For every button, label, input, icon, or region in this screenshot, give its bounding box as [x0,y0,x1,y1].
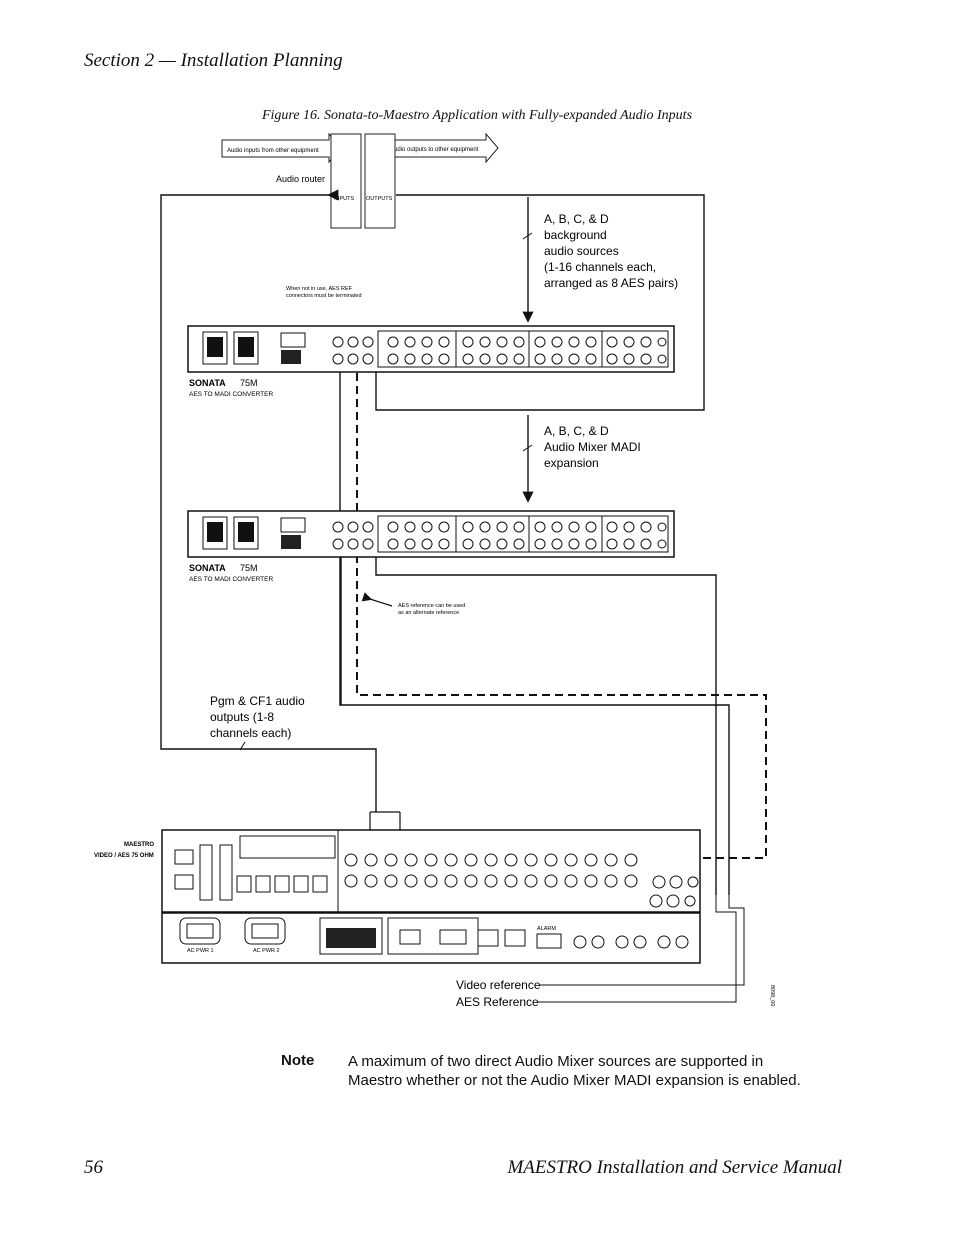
svg-text:A, B, C, & D: A, B, C, & D [544,424,609,438]
audio-inputs-arrow: Audio inputs from other equipment [221,132,342,164]
sonata-2-brand: SONATA [189,563,226,573]
sonata-1-model: 75M [240,378,258,388]
svg-text:AES reference can be used: AES reference can be used [398,603,465,609]
svg-text:When not in use, AES REF: When not in use, AES REF [286,286,353,292]
maestro-unit: AC PWR 1 AC PWR 2 ALARM [161,829,701,964]
aes-ref-note: When not in use, AES REF connectors must… [286,286,362,299]
svg-text:connectors must be terminated: connectors must be terminated [286,293,362,299]
sonata-2-model: 75M [240,563,258,573]
audio-router-label: Audio router [276,174,325,184]
audio-outputs-label: Audio outputs to other equipment [390,147,479,153]
pgm-outputs-label: Pgm & CF1 audio outputs (1-8 channels ea… [210,694,305,740]
svg-text:Audio Mixer MADI: Audio Mixer MADI [544,440,641,454]
note-text: A maximum of two direct Audio Mixer sour… [348,1053,801,1089]
section-header: Section 2 — Installation Planning [84,50,343,71]
audio-outputs-arrow: Audio outputs to other equipment [385,132,499,164]
figure-caption: Figure 16. Sonata-to-Maestro Application… [261,108,693,123]
aes-reference-label: AES Reference [456,995,539,1009]
audio-inputs-label: Audio inputs from other equipment [227,148,319,154]
router-inputs-block [330,133,362,229]
sonata-2-subtitle: AES TO MADI CONVERTER [189,576,273,583]
sonata-1-subtitle: AES TO MADI CONVERTER [189,391,273,398]
sonata-unit-2: SONATA 75M AES TO MADI CONVERTER [187,510,675,583]
note-label: Note [281,1052,315,1069]
sonata-1-brand: SONATA [189,378,226,388]
svg-text:outputs (1-8: outputs (1-8 [210,710,274,724]
router-inputs-label: INPUTS [334,196,355,202]
video-reference-label: Video reference [456,978,541,992]
svg-text:(1-16 channels each,: (1-16 channels each, [544,260,656,274]
ac-pwr-1-label: AC PWR 1 [187,948,214,954]
svg-text:as an alternate reference: as an alternate reference [398,610,459,616]
background-sources-label: A, B, C, & D background audio sources (1… [544,212,678,290]
aes-alt-note: AES reference can be used as an alternat… [398,603,465,616]
ac-pwr-2-label: AC PWR 2 [253,948,280,954]
sonata-unit-1: SONATA 75M AES TO MADI CONVERTER [187,325,675,398]
router-outputs-label: OUTPUTS [366,196,393,202]
maestro-label: MAESTRO [124,842,154,848]
svg-text:background: background [544,228,607,242]
mixer-madi-label: A, B, C, & D Audio Mixer MADI expansion [544,424,641,470]
svg-text:expansion: expansion [544,456,599,470]
maestro-sublabel: VIDEO / AES 75 OHM [94,853,154,859]
page-number: 56 [84,1157,103,1178]
alarm-label: ALARM [537,926,556,932]
svg-text:channels each): channels each) [210,726,291,740]
router-outputs-block [364,133,396,229]
figure-id: 8098_00 [769,985,775,1006]
svg-text:audio sources: audio sources [544,244,619,258]
svg-text:Pgm & CF1 audio: Pgm & CF1 audio [210,694,305,708]
svg-text:arranged as 8 AES pairs): arranged as 8 AES pairs) [544,276,678,290]
svg-text:A, B, C, & D: A, B, C, & D [544,212,609,226]
manual-title: MAESTRO Installation and Service Manual [507,1157,842,1178]
